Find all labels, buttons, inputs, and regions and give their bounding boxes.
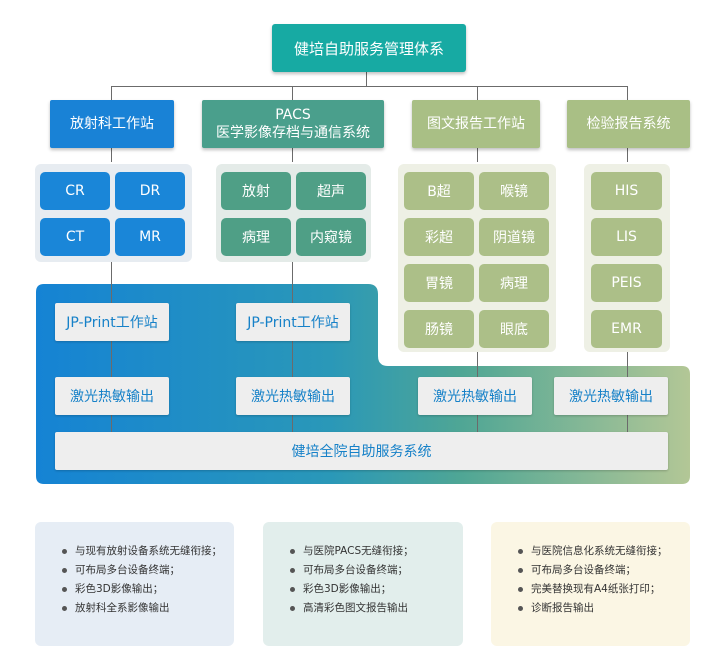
modality-cell: DR	[115, 172, 185, 210]
connector-line	[111, 86, 628, 87]
feature-item: 可布局多台设备终端；	[518, 561, 690, 580]
jp-print-workstation: JP-Print工作站	[55, 303, 169, 341]
feature-card-radiology: 与现有放射设备系统无缝衔接； 可布局多台设备终端； 彩色3D影像输出； 放射科全…	[35, 522, 234, 646]
modality-cell: 胃镜	[404, 264, 474, 302]
modality-cell: PEIS	[591, 264, 662, 302]
feature-item: 可布局多台设备终端；	[290, 561, 463, 580]
jp-print-workstation: JP-Print工作站	[236, 303, 350, 341]
modality-cell: 超声	[296, 172, 366, 210]
modality-cell: B超	[404, 172, 474, 210]
connector-line	[111, 262, 112, 432]
modality-cell: EMR	[591, 310, 662, 348]
modality-cell: CT	[40, 218, 110, 256]
connector-line	[292, 148, 293, 162]
connector-line	[111, 148, 112, 162]
system-title: 健培自助服务管理体系	[272, 24, 466, 72]
feature-item: 彩色3D影像输出；	[290, 580, 463, 599]
laser-thermal-output: 激光热敏输出	[554, 377, 668, 415]
system-header-radiology: 放射科工作站	[50, 100, 174, 148]
connector-line	[111, 86, 112, 100]
pacs-title-line2: 医学影像存档与通信系统	[216, 125, 370, 141]
feature-card-report: 与医院信息化系统无缝衔接； 可布局多台设备终端； 完美替换现有A4纸张打印； 诊…	[491, 522, 690, 646]
connector-line	[627, 148, 628, 162]
laser-thermal-output: 激光热敏输出	[236, 377, 350, 415]
connector-line	[292, 262, 293, 432]
pacs-title-line1: PACS	[275, 107, 311, 123]
connector-line	[477, 148, 478, 162]
connector-line	[477, 86, 478, 100]
feature-item: 彩色3D影像输出；	[62, 580, 234, 599]
connector-line	[292, 86, 293, 100]
system-header-pacs: PACS 医学影像存档与通信系统	[202, 100, 384, 148]
laser-thermal-output: 激光热敏输出	[55, 377, 169, 415]
feature-item: 诊断报告输出	[518, 599, 690, 618]
system-header-lab: 检验报告系统	[567, 100, 690, 148]
system-header-report: 图文报告工作站	[412, 100, 540, 148]
modality-cell: 喉镜	[479, 172, 549, 210]
modality-cell: 肠镜	[404, 310, 474, 348]
modality-cell: 彩超	[404, 218, 474, 256]
feature-item: 与医院信息化系统无缝衔接；	[518, 542, 690, 561]
self-service-system-bar: 健培全院自助服务系统	[55, 432, 668, 470]
modality-cell: 内窥镜	[296, 218, 366, 256]
modality-cell: HIS	[591, 172, 662, 210]
modality-cell: CR	[40, 172, 110, 210]
modality-cell: 病理	[479, 264, 549, 302]
feature-item: 与现有放射设备系统无缝衔接；	[62, 542, 234, 561]
modality-cell: 放射	[221, 172, 291, 210]
feature-item: 高清彩色图文报告输出	[290, 599, 463, 618]
feature-item: 可布局多台设备终端；	[62, 561, 234, 580]
modality-cell: LIS	[591, 218, 662, 256]
connector-line	[366, 72, 367, 86]
modality-cell: 病理	[221, 218, 291, 256]
feature-card-pacs: 与医院PACS无缝衔接； 可布局多台设备终端； 彩色3D影像输出； 高清彩色图文…	[263, 522, 463, 646]
connector-line	[627, 86, 628, 100]
modality-cell: 阴道镜	[479, 218, 549, 256]
feature-item: 完美替换现有A4纸张打印；	[518, 580, 690, 599]
modality-cell: MR	[115, 218, 185, 256]
feature-item: 放射科全系影像输出	[62, 599, 234, 618]
laser-thermal-output: 激光热敏输出	[418, 377, 532, 415]
modality-cell: 眼底	[479, 310, 549, 348]
feature-item: 与医院PACS无缝衔接；	[290, 542, 463, 561]
